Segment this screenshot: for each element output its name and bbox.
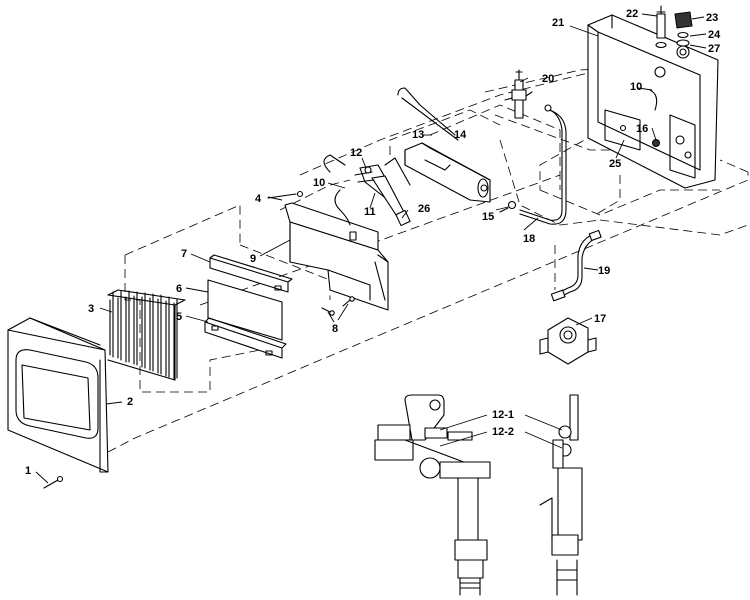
callout-22: 22 xyxy=(626,8,638,20)
callout-3: 3 xyxy=(88,303,94,315)
callout-18: 18 xyxy=(523,233,535,245)
callout-21: 21 xyxy=(552,17,564,29)
callout-14: 14 xyxy=(454,129,467,141)
callout-27: 27 xyxy=(708,43,720,55)
casing-screw xyxy=(43,475,64,489)
callout-4: 4 xyxy=(255,193,262,205)
callout-12-1: 12-1 xyxy=(492,409,514,421)
orifice-fitting xyxy=(499,200,517,213)
regulator-tube xyxy=(550,229,602,302)
callout-19: 19 xyxy=(598,265,610,277)
callout-15: 15 xyxy=(482,211,494,223)
pilot-tube xyxy=(397,87,459,141)
callout-17: 17 xyxy=(594,313,606,325)
detail-side-view xyxy=(539,394,583,596)
callout-16: 16 xyxy=(636,123,648,135)
callout-labels: 1 2 3 4 5 6 7 8 9 10 10 11 12 13 14 15 1… xyxy=(25,8,721,477)
callout-26: 26 xyxy=(418,203,430,215)
igniter-knob xyxy=(674,11,693,47)
back-housing xyxy=(587,14,719,189)
callout-13: 13 xyxy=(412,129,424,141)
callout-10-pilot: 10 xyxy=(313,177,325,189)
burner-tube xyxy=(404,142,491,203)
leader-lines xyxy=(35,13,707,484)
callout-20: 20 xyxy=(542,73,554,85)
pilot-assembly xyxy=(323,154,411,227)
gas-regulator xyxy=(539,317,597,365)
callout-12: 12 xyxy=(350,147,362,159)
callout-6: 6 xyxy=(176,283,182,295)
callout-23: 23 xyxy=(706,12,718,24)
callout-11: 11 xyxy=(364,206,376,218)
bottom-strip xyxy=(204,317,287,359)
callout-7: 7 xyxy=(181,248,187,260)
front-casing xyxy=(7,317,109,473)
ods-pilot xyxy=(504,69,533,119)
bottom-screws xyxy=(321,296,355,323)
callout-25: 25 xyxy=(609,158,621,170)
callout-9: 9 xyxy=(250,253,256,265)
radiant-plate xyxy=(207,279,283,341)
callout-5: 5 xyxy=(176,311,182,323)
callout-1: 1 xyxy=(25,465,31,477)
gas-supply-tube xyxy=(519,104,567,225)
callout-12-2: 12-2 xyxy=(492,426,514,438)
callout-24: 24 xyxy=(708,29,721,41)
callout-8: 8 xyxy=(332,323,338,335)
shield-screw xyxy=(267,190,304,199)
callout-2: 2 xyxy=(127,396,133,408)
callout-10-housing: 10 xyxy=(630,81,642,93)
burner-shield xyxy=(284,202,389,311)
piezo-igniter xyxy=(655,5,667,49)
detail-front-view xyxy=(374,394,491,596)
guard-grill xyxy=(107,289,186,381)
top-strip xyxy=(209,254,293,293)
